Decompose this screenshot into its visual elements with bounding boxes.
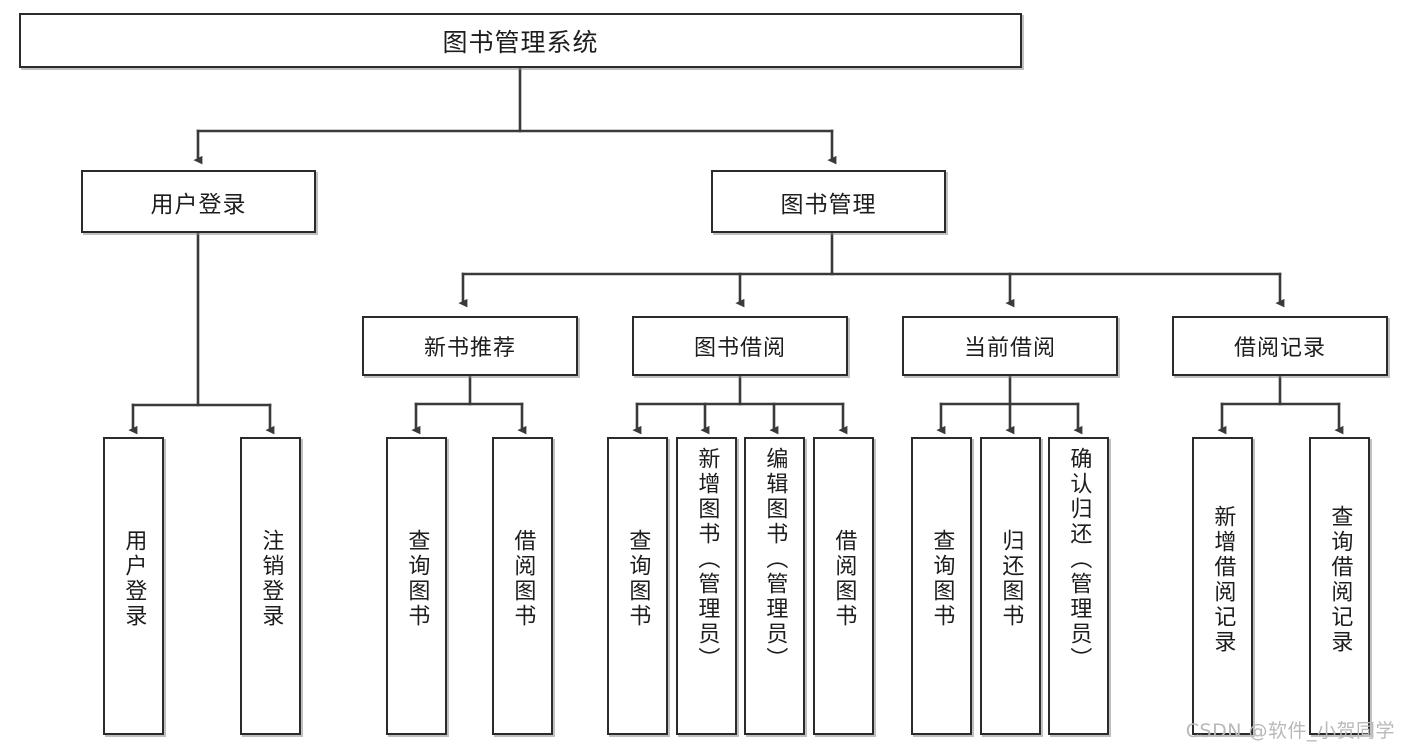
- leaf-return-book[interactable]: 归还图书: [980, 437, 1041, 735]
- node-user-login[interactable]: 用户登录: [81, 170, 316, 233]
- leaf-logout-label: 注销登录: [258, 529, 284, 629]
- leaf-return-book-label: 归还图书: [998, 529, 1024, 629]
- leaf-confirm-return-label: 确认归还（管理员）: [1066, 447, 1092, 672]
- leaf-edit-book-label: 编辑图书（管理员）: [762, 447, 788, 672]
- leaf-query-book-1-label: 查询图书: [404, 529, 430, 629]
- node-current-borrow-label: 当前借阅: [963, 336, 1056, 361]
- leaf-edit-book[interactable]: 编辑图书（管理员）: [744, 437, 805, 735]
- leaf-query-book-1[interactable]: 查询图书: [386, 437, 447, 735]
- leaf-query-record-label: 查询借阅记录: [1327, 505, 1353, 655]
- leaf-query-record[interactable]: 查询借阅记录: [1309, 437, 1370, 735]
- leaf-borrow-book-2[interactable]: 借阅图书: [813, 437, 874, 735]
- leaf-add-record[interactable]: 新增借阅记录: [1192, 437, 1253, 735]
- node-new-book-recommend[interactable]: 新书推荐: [362, 316, 578, 376]
- leaf-query-book-3[interactable]: 查询图书: [911, 437, 972, 735]
- leaf-borrow-book-1[interactable]: 借阅图书: [492, 437, 553, 735]
- leaf-query-book-2[interactable]: 查询图书: [607, 437, 668, 735]
- leaf-query-book-2-label: 查询图书: [625, 529, 651, 629]
- leaf-user-login-label: 用户登录: [121, 529, 147, 629]
- leaf-add-record-label: 新增借阅记录: [1210, 505, 1236, 655]
- node-book-management[interactable]: 图书管理: [711, 170, 946, 233]
- watermark: CSDN @软件_小贺同学: [1185, 720, 1395, 742]
- node-borrow-record-label: 借阅记录: [1233, 336, 1326, 361]
- leaf-logout[interactable]: 注销登录: [240, 437, 301, 735]
- node-root-label: 图书管理系统: [442, 27, 599, 57]
- node-user-login-label: 用户登录: [150, 191, 247, 218]
- leaf-add-book[interactable]: 新增图书（管理员）: [676, 437, 737, 735]
- node-book-borrow[interactable]: 图书借阅: [632, 316, 848, 376]
- node-root[interactable]: 图书管理系统: [19, 13, 1022, 68]
- node-new-book-recommend-label: 新书推荐: [423, 336, 516, 361]
- leaf-confirm-return[interactable]: 确认归还（管理员）: [1048, 437, 1109, 735]
- node-borrow-record[interactable]: 借阅记录: [1172, 316, 1388, 376]
- leaf-borrow-book-2-label: 借阅图书: [831, 529, 857, 629]
- leaf-query-book-3-label: 查询图书: [929, 529, 955, 629]
- node-book-borrow-label: 图书借阅: [693, 336, 786, 361]
- leaf-user-login[interactable]: 用户登录: [103, 437, 164, 735]
- node-book-management-label: 图书管理: [780, 191, 877, 218]
- leaf-borrow-book-1-label: 借阅图书: [510, 529, 536, 629]
- node-current-borrow[interactable]: 当前借阅: [902, 316, 1118, 376]
- leaf-add-book-label: 新增图书（管理员）: [694, 447, 720, 672]
